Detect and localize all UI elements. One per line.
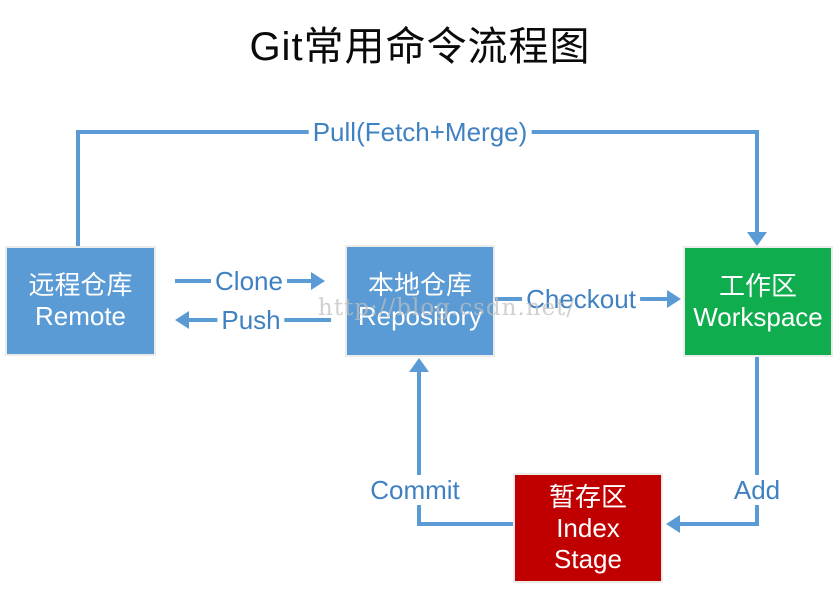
node-workspace-label-zh: 工作区 <box>718 270 797 301</box>
node-remote-label-zh: 远程仓库 <box>28 270 133 300</box>
page-title: Git常用命令流程图 <box>249 25 591 69</box>
add-edge-vertical-line <box>755 357 759 526</box>
checkout-arrowhead-right-icon <box>667 290 681 308</box>
node-index-label-en2: Stage <box>554 543 622 574</box>
clone-edge-label: Clone <box>211 266 287 296</box>
node-workspace-label-en: Workspace <box>693 301 823 332</box>
node-remote-repository: 远程仓库 Remote <box>5 246 156 356</box>
node-index-stage: 暂存区 Index Stage <box>513 473 663 583</box>
checkout-edge-label: Checkout <box>522 284 640 314</box>
pull-arrowhead-down-icon <box>747 232 767 246</box>
node-index-label-zh: 暂存区 <box>548 481 627 512</box>
node-local-repository: 本地仓库 Repository <box>345 245 495 357</box>
pull-edge-left-vertical-line <box>76 132 80 246</box>
commit-edge-horizontal-line <box>417 522 515 526</box>
node-remote-label-en: Remote <box>34 301 127 331</box>
node-repository-label-en: Repository <box>357 301 483 331</box>
commit-edge-vertical-line <box>417 372 421 526</box>
add-arrowhead-left-icon <box>666 515 680 533</box>
pull-edge-label: Pull(Fetch+Merge) <box>308 117 532 147</box>
watermark-text: http://blog.csdn.net/ <box>318 295 576 321</box>
node-index-label-en1: Index <box>556 512 620 543</box>
commit-edge-label: Commit <box>366 475 464 505</box>
push-arrowhead-left-icon <box>175 311 189 329</box>
commit-arrowhead-up-icon <box>409 358 429 372</box>
clone-arrowhead-right-icon <box>311 272 325 290</box>
pull-edge-right-vertical-line <box>755 130 759 232</box>
add-edge-label: Add <box>729 475 785 505</box>
push-edge-label: Push <box>217 305 285 335</box>
node-workspace: 工作区 Workspace <box>683 246 833 357</box>
node-repository-label-zh: 本地仓库 <box>367 270 472 300</box>
add-edge-horizontal-line <box>680 522 759 526</box>
